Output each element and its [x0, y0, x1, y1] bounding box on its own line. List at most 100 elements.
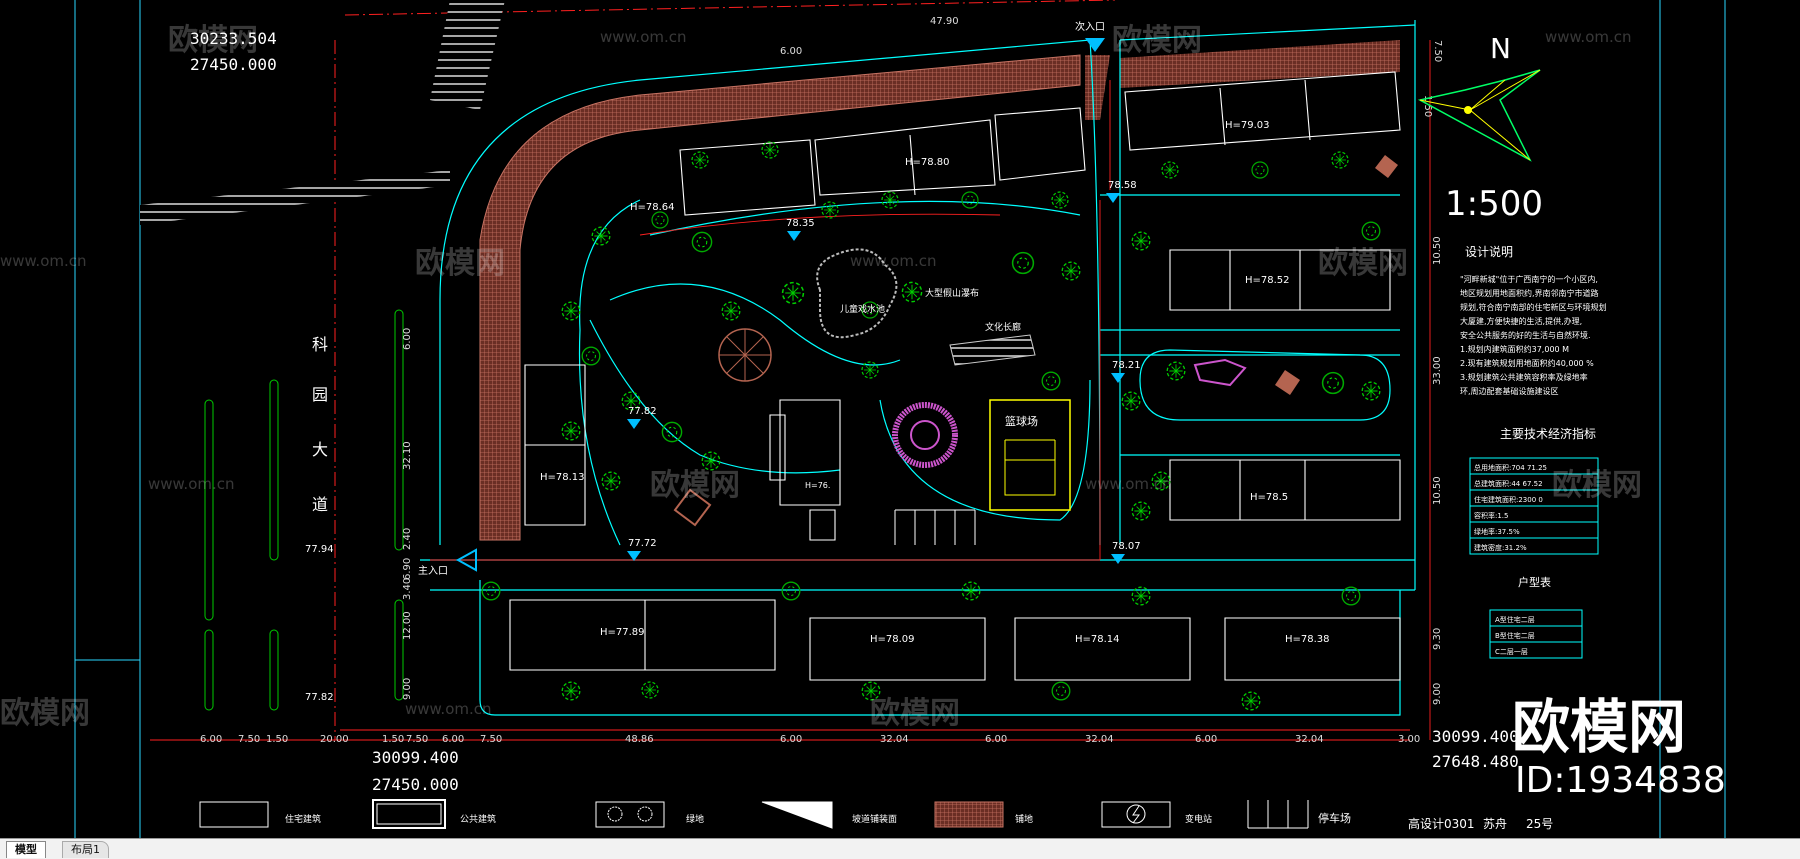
coord-tl-x: 30233.504 [190, 29, 277, 48]
paving-symbol [934, 801, 1004, 828]
building-south-1 [509, 599, 776, 671]
svg-text:10.50: 10.50 [1432, 476, 1443, 505]
road-name: 科 园 大 道 [312, 335, 328, 514]
building-north-3 [994, 107, 1086, 181]
paved-walkway-top [479, 54, 1081, 541]
public-building-symbol [372, 799, 446, 829]
svg-text:1.50: 1.50 [1422, 95, 1433, 117]
watermark-url: www.om.cn [148, 475, 235, 493]
svg-text:3.00: 3.00 [1398, 734, 1420, 745]
legend: 住宅建筑 公共建筑 绿地 坡道铺装面 铺地 变电站 停车场 [199, 799, 1351, 829]
paved-walkway-top-right [1120, 40, 1400, 88]
svg-text:3.规划建筑公共建筑容积率及绿地率: 3.规划建筑公共建筑容积率及绿地率 [1460, 372, 1588, 382]
svg-text:户型表: 户型表 [1518, 575, 1551, 589]
layout-tab-bar: 模型 布局1 [0, 838, 1800, 859]
svg-text:6.00: 6.00 [442, 734, 464, 745]
watermark-url: www.om.cn [405, 700, 492, 718]
main-entrance-label: 主入口 [418, 565, 448, 577]
right-dimension-marks: 10.50 33.00 10.50 9.30 9.00 [1432, 236, 1443, 705]
secondary-entrance-marker [1085, 38, 1105, 52]
svg-text:C二层一层: C二层一层 [1495, 648, 1528, 656]
basketball-court [989, 399, 1071, 511]
building-east-1 [1169, 249, 1391, 311]
dimension-lines [150, 40, 1431, 741]
svg-text:主要技术经济指标: 主要技术经济指标 [1500, 426, 1596, 441]
svg-text:6.00: 6.00 [402, 328, 413, 350]
svg-text:78.58: 78.58 [1108, 180, 1137, 191]
clubhouse [769, 399, 841, 506]
building-south-4 [1224, 617, 1401, 681]
watermark-id: ID:1934838 [1515, 760, 1726, 801]
drawing-scale: 1:500 [1445, 184, 1543, 224]
svg-text:大: 大 [312, 440, 328, 459]
svg-text:B型住宅二层: B型住宅二层 [1495, 631, 1535, 640]
watermark-brand: 欧模网 [1112, 23, 1202, 58]
svg-text:20.00: 20.00 [320, 734, 349, 745]
north-arrow: N [1417, 32, 1541, 162]
gazebo-ne [1375, 155, 1398, 178]
residential-building-symbol [199, 801, 269, 828]
svg-text:住宅建筑: 住宅建筑 [285, 813, 321, 825]
svg-text:总建筑面积:44 67.52: 总建筑面积:44 67.52 [1474, 479, 1543, 488]
svg-text:6.00: 6.00 [780, 46, 802, 57]
svg-text:绿地: 绿地 [686, 813, 704, 825]
svg-text:6.00: 6.00 [780, 734, 802, 745]
top-dimension-marks: 6.00 47.90 7.50 1.50 [780, 16, 1443, 117]
height-label-w: H=78.13 [540, 472, 585, 483]
crosswalk-diagonal [140, 170, 450, 225]
watermark-url: www.om.cn [1545, 28, 1632, 46]
buildings [509, 71, 1401, 681]
coord-bl-x: 30099.400 [372, 748, 459, 767]
central-plaza [892, 402, 958, 468]
watermark-url: www.om.cn [850, 252, 937, 270]
coordinates: 30233.504 27450.000 30099.400 27450.000 … [190, 29, 1519, 794]
svg-text:33.00: 33.00 [1432, 356, 1443, 385]
gazebo-west [673, 488, 712, 527]
svg-text:77.72: 77.72 [628, 538, 657, 549]
svg-text:25号: 25号 [1526, 817, 1553, 831]
svg-text:7.50: 7.50 [1432, 40, 1443, 62]
building-north-1 [679, 139, 816, 216]
height-label-e1: H=78.52 [1245, 275, 1290, 286]
svg-text:32.04: 32.04 [880, 734, 909, 745]
svg-text:48.86: 48.86 [625, 734, 654, 745]
tab-layout1[interactable]: 布局1 [62, 841, 109, 858]
cad-drawing-canvas[interactable]: 6.00 47.90 7.50 1.50 H=78.64 H=78.80 H=7… [0, 0, 1800, 838]
svg-text:公共建筑: 公共建筑 [460, 813, 496, 825]
height-label-e2: H=78.5 [1250, 492, 1288, 503]
watermark-logo: 欧模网 [1512, 693, 1687, 761]
watermark-brand: 欧模网 [650, 468, 740, 503]
svg-text:78.35: 78.35 [786, 218, 815, 229]
svg-text:N: N [1490, 32, 1511, 65]
watermark-url: www.om.cn [600, 28, 687, 46]
slope-symbol [761, 801, 833, 829]
watermark-brand: 欧模网 [415, 246, 505, 281]
landscape [673, 155, 1398, 545]
substation-building [809, 509, 836, 541]
svg-text:2.40: 2.40 [402, 528, 413, 550]
svg-text:10.50: 10.50 [1432, 236, 1443, 265]
svg-text:6.00: 6.00 [985, 734, 1007, 745]
svg-text:9.00: 9.00 [1432, 683, 1443, 705]
kids-pool [1193, 358, 1247, 387]
building-northeast [1124, 71, 1401, 151]
rockery-waterfall [816, 248, 898, 339]
svg-text:12.00: 12.00 [402, 611, 413, 640]
building-east-2 [1169, 459, 1401, 521]
svg-text:2.现有建筑规划用地面积约40,000 %: 2.现有建筑规划用地面积约40,000 % [1460, 358, 1594, 368]
coord-br-y: 27648.480 [1432, 752, 1519, 771]
svg-text:设计说明: 设计说明 [1465, 244, 1513, 259]
bottom-dimension-marks: 6.00 7.50 1.50 20.00 1.50 7.50 6.00 7.50… [200, 734, 1420, 745]
svg-text:6.00: 6.00 [200, 734, 222, 745]
watermark-url: www.om.cn [0, 252, 87, 270]
svg-text:道: 道 [312, 495, 328, 514]
svg-text:6.00: 6.00 [1195, 734, 1217, 745]
height-label-s2: H=78.09 [870, 634, 915, 645]
road-network [420, 20, 1416, 716]
secondary-entrance-label: 次入口 [1075, 20, 1105, 33]
svg-text:1.50: 1.50 [382, 734, 404, 745]
watermark-brand: 欧模网 [0, 696, 90, 731]
tab-model[interactable]: 模型 [6, 841, 46, 858]
svg-text:容积率:1.5: 容积率:1.5 [1474, 511, 1509, 520]
height-label-ne: H=79.03 [1225, 120, 1270, 131]
